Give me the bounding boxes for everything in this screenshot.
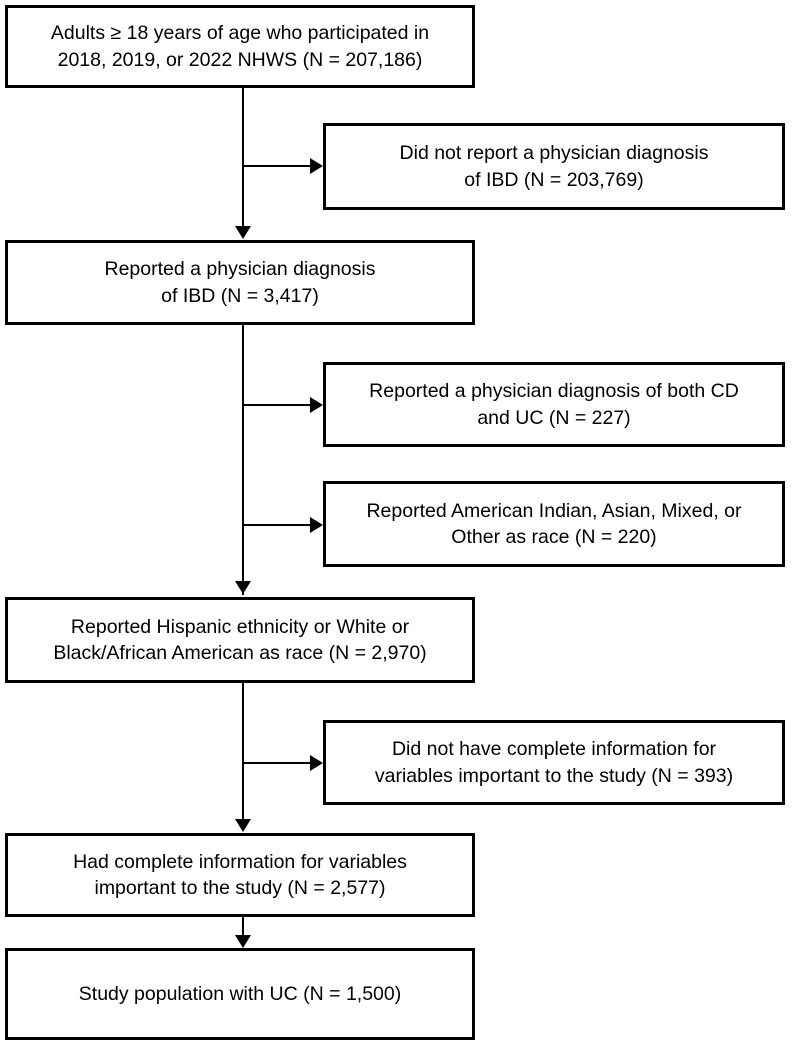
- node-total-participants-line1: Adults ≥ 18 years of age who participate…: [50, 22, 430, 45]
- arrowhead-n1-to-n3: [235, 226, 251, 239]
- connector-n3-to-n6-trunk: [242, 325, 244, 595]
- node-study-population-uc-line1: Study population with UC (N = 1,500): [78, 982, 402, 1005]
- node-excluded-other-race-label: Reported American Indian, Asian, Mixed, …: [336, 498, 772, 551]
- arrowhead-n3-to-n6: [235, 581, 251, 594]
- node-excluded-both-cd-and-uc-line1: Reported a physician diagnosis of both C…: [369, 380, 739, 403]
- node-excluded-both-cd-and-uc-line2: and UC (N = 227): [477, 406, 631, 429]
- arrowhead-n6-to-n8: [235, 819, 251, 832]
- node-study-population-uc: Study population with UC (N = 1,500): [5, 948, 475, 1040]
- arrowhead-n3-to-n5: [310, 517, 323, 533]
- connector-n1-to-n3-trunk: [242, 88, 244, 228]
- node-excluded-no-ibd-diagnosis: Did not report a physician diagnosis of …: [323, 123, 785, 210]
- node-had-complete-information: Had complete information for variables i…: [5, 833, 475, 917]
- connector-n3-to-n5-branch: [242, 524, 314, 526]
- node-reported-eligible-race-ethnicity-line2: Black/African American as race (N = 2,97…: [53, 642, 427, 664]
- node-total-participants-label: Adults ≥ 18 years of age who participate…: [18, 20, 462, 73]
- connector-n6-to-n8-trunk: [242, 683, 244, 821]
- node-excluded-no-ibd-diagnosis-line2: of IBD (N = 203,769): [464, 168, 644, 191]
- node-excluded-incomplete-information: Did not have complete information for va…: [323, 720, 785, 805]
- node-excluded-no-ibd-diagnosis-label: Did not report a physician diagnosis of …: [336, 140, 772, 193]
- node-had-complete-information-line2: important to the study (N = 2,577): [94, 877, 386, 899]
- node-excluded-both-cd-and-uc: Reported a physician diagnosis of both C…: [323, 362, 785, 447]
- node-reported-ibd-diagnosis-line1: Reported a physician diagnosis: [104, 258, 376, 281]
- node-had-complete-information-line1: Had complete information for variables: [73, 850, 407, 873]
- arrowhead-n3-to-n4: [310, 397, 323, 413]
- node-excluded-incomplete-information-line1: Did not have complete information for: [391, 738, 717, 761]
- node-excluded-other-race: Reported American Indian, Asian, Mixed, …: [323, 481, 785, 567]
- arrowhead-n8-to-n9: [235, 935, 251, 948]
- node-excluded-other-race-line1: Reported American Indian, Asian, Mixed, …: [366, 499, 742, 522]
- connector-n8-to-n9-trunk: [242, 917, 244, 945]
- node-excluded-no-ibd-diagnosis-line1: Did not report a physician diagnosis: [399, 142, 709, 165]
- arrowhead-n6-to-n7: [310, 755, 323, 771]
- connector-n3-to-n4-branch: [242, 404, 314, 406]
- node-reported-eligible-race-ethnicity-line1: Reported Hispanic ethnicity or White or: [70, 615, 410, 638]
- node-excluded-other-race-line2: Other as race (N = 220): [451, 526, 657, 548]
- node-had-complete-information-label: Had complete information for variables i…: [18, 849, 462, 902]
- node-reported-ibd-diagnosis-label: Reported a physician diagnosis of IBD (N…: [18, 256, 462, 309]
- node-reported-eligible-race-ethnicity-label: Reported Hispanic ethnicity or White or …: [18, 614, 462, 667]
- connector-n6-to-n7-branch: [242, 762, 314, 764]
- node-excluded-both-cd-and-uc-label: Reported a physician diagnosis of both C…: [336, 378, 772, 431]
- node-study-population-uc-label: Study population with UC (N = 1,500): [18, 981, 462, 1007]
- node-total-participants-line2: 2018, 2019, or 2022 NHWS (N = 207,186): [57, 48, 423, 71]
- node-total-participants: Adults ≥ 18 years of age who participate…: [5, 5, 475, 88]
- connector-n1-to-n2-branch: [242, 165, 314, 167]
- arrowhead-n1-to-n2: [310, 158, 323, 174]
- node-excluded-incomplete-information-label: Did not have complete information for va…: [336, 736, 772, 789]
- node-reported-ibd-diagnosis-line2: of IBD (N = 3,417): [161, 284, 319, 307]
- node-reported-eligible-race-ethnicity: Reported Hispanic ethnicity or White or …: [5, 597, 475, 683]
- node-excluded-incomplete-information-line2: variables important to the study (N = 39…: [374, 764, 734, 787]
- node-reported-ibd-diagnosis: Reported a physician diagnosis of IBD (N…: [5, 240, 475, 325]
